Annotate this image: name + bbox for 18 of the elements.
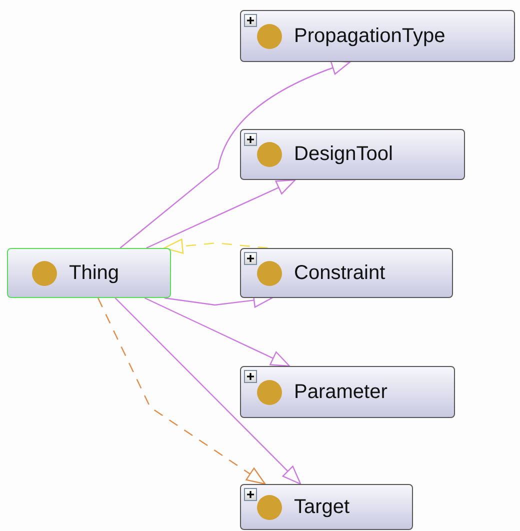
- class-box: [240, 484, 413, 530]
- class-name: Target: [294, 496, 350, 518]
- arrow: [114, 298, 302, 485]
- class-box: [240, 366, 455, 418]
- arrow: [146, 179, 296, 249]
- class-name: Constraint: [294, 262, 386, 284]
- arrow: [144, 297, 290, 367]
- class-box: [240, 10, 515, 62]
- class-name: DesignTool: [294, 143, 393, 166]
- class-box: [240, 129, 465, 180]
- arrow: [97, 298, 266, 485]
- class-name: Parameter: [294, 380, 388, 404]
- class-box: [240, 248, 453, 298]
- arrow: [164, 238, 268, 254]
- class-name: Thing: [69, 262, 120, 284]
- class-name: PropagationType: [294, 24, 446, 48]
- arrow: [120, 60, 351, 248]
- class-box: [7, 248, 171, 298]
